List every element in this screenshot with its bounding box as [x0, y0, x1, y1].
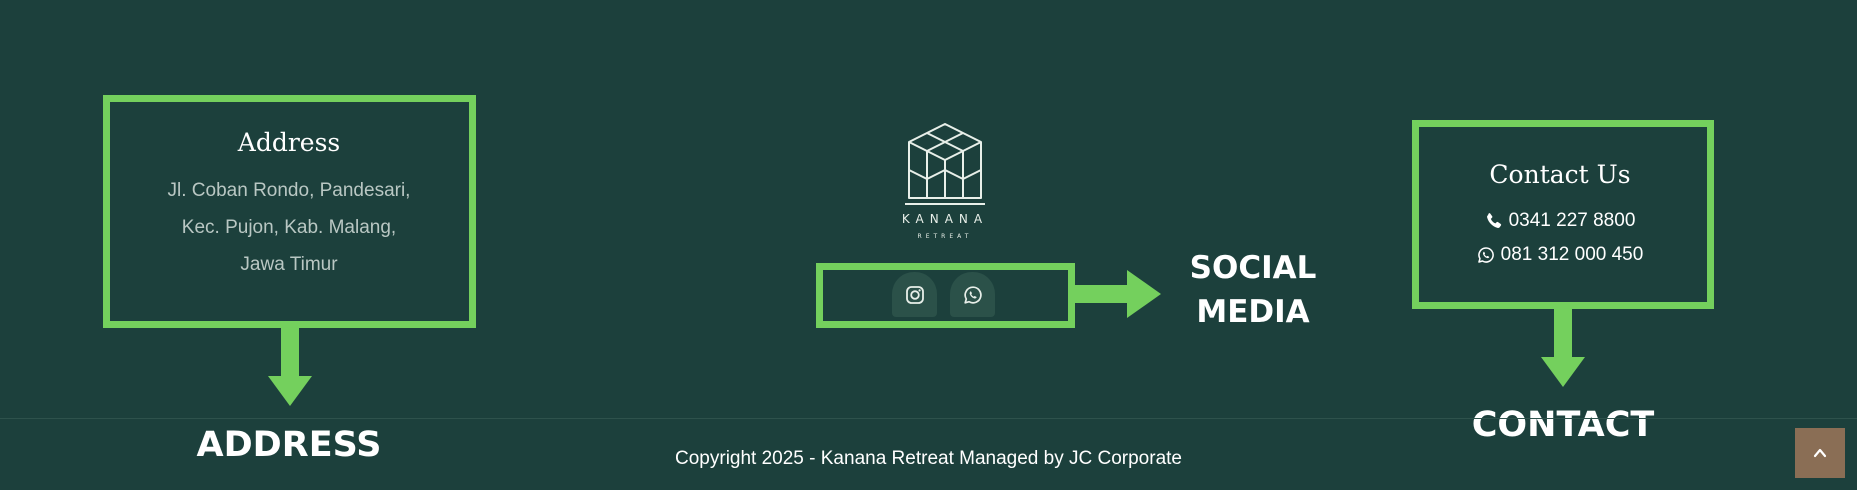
footer-divider	[0, 418, 1857, 419]
address-line-3: Jawa Timur	[240, 254, 338, 275]
contact-highlight-box	[1412, 120, 1714, 309]
instagram-icon	[905, 285, 924, 304]
arrow-down-icon	[1541, 309, 1585, 387]
contact-phone-number: 0341 227 8800	[1508, 210, 1636, 231]
address-line-2: Kec. Pujon, Kab. Malang,	[181, 217, 397, 238]
social-media-annotation-line1: SOCIAL	[1189, 250, 1317, 286]
address-line-1: Jl. Coban Rondo, Pandesari,	[167, 180, 411, 201]
address-annotation: ADDRESS	[196, 425, 382, 465]
contact-title: Contact Us	[1489, 160, 1631, 189]
kanana-retreat-logo: KANANA RETREAT	[902, 123, 988, 240]
scroll-to-top-button[interactable]	[1795, 428, 1845, 478]
whatsapp-icon	[1477, 247, 1494, 263]
logo-tagline: RETREAT	[918, 233, 973, 240]
instagram-button[interactable]	[892, 272, 937, 317]
whatsapp-icon	[963, 285, 982, 304]
contact-whatsapp-number: 081 312 000 450	[1500, 244, 1644, 265]
chevron-up-icon	[1813, 448, 1827, 458]
social-highlight-box	[816, 263, 1075, 328]
social-media-annotation-line2: MEDIA	[1196, 294, 1310, 330]
contact-annotation: CONTACT	[1471, 405, 1655, 445]
contact-phone[interactable]: 0341 227 8800	[1412, 210, 1708, 232]
address-title: Address	[237, 128, 341, 157]
arrow-down-icon	[268, 328, 312, 406]
address-highlight-box	[103, 95, 476, 328]
whatsapp-button[interactable]	[950, 272, 995, 317]
copyright-text: Copyright 2025 - Kanana Retreat Managed …	[675, 448, 1182, 469]
logo-name: KANANA	[902, 212, 988, 226]
arrow-right-icon	[1075, 270, 1161, 318]
contact-whatsapp[interactable]: 081 312 000 450	[1412, 244, 1708, 266]
phone-icon	[1486, 213, 1501, 228]
